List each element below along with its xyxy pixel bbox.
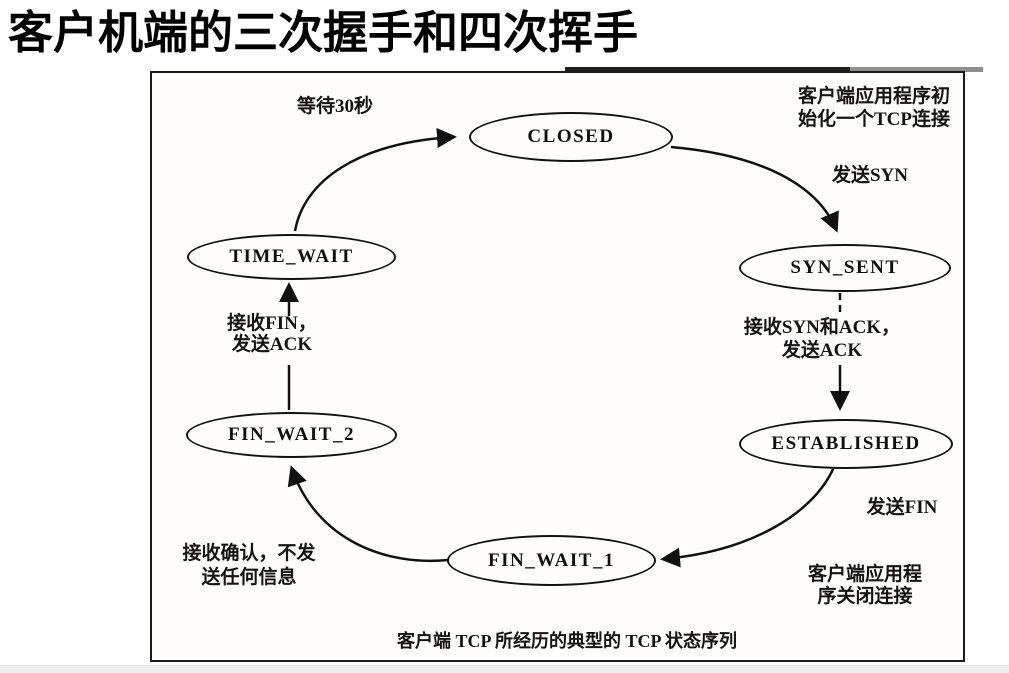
arrow-established-to-finwait1	[660, 466, 836, 568]
state-node-closed: CLOSED	[469, 112, 673, 162]
footer-bar	[0, 665, 1009, 673]
edge-label-client-init-line2: 始化一个TCP连接	[797, 109, 950, 130]
edge-label-recv-ack-silent-line2: 送任何信息	[201, 567, 297, 588]
edge-label-recv-fin-send-ack-line1: 接收FIN，	[227, 313, 317, 334]
state-label-fin-wait-2: FIN_WAIT_2	[228, 424, 355, 445]
arrow-finwait1-to-finwait2	[287, 465, 449, 563]
edge-label-client-init: 客户端应用程序初 始化一个TCP连接	[769, 85, 979, 131]
state-node-time-wait: TIME_WAIT	[187, 234, 396, 280]
edge-label-client-init-line1: 客户端应用程序初	[797, 86, 950, 107]
edge-label-recv-fin-send-ack: 接收FIN， 发送ACK	[182, 313, 362, 355]
edge-label-recv-fin-send-ack-line2: 发送ACK	[231, 334, 313, 355]
arrow-closed-to-synsent	[670, 145, 839, 233]
transition-arrows-layer	[279, 128, 850, 568]
arrow-timewait-to-closed	[293, 128, 457, 232]
edge-label-client-close-line1: 客户端应用程	[807, 564, 922, 585]
tcp-state-diagram: CLOSED SYN_SENT ESTABLISHED FIN_WAIT_1 F…	[150, 71, 965, 662]
state-label-established: ESTABLISHED	[771, 433, 921, 454]
state-label-time-wait: TIME_WAIT	[229, 246, 354, 267]
title-underline-dark	[565, 67, 850, 72]
edge-label-send-syn: 发送SYN	[831, 165, 908, 186]
edge-label-recv-syn-ack: 接收SYN和ACK， 发送ACK	[712, 316, 932, 362]
edge-label-send-fin: 发送FIN	[866, 497, 938, 518]
edge-label-client-close-line2: 序关闭连接	[817, 586, 913, 607]
edge-label-recv-ack-silent-line1: 接收确认，不发	[182, 543, 316, 564]
edge-label-client-close: 客户端应用程 序关闭连接	[765, 564, 965, 608]
state-label-fin-wait-1: FIN_WAIT_1	[488, 549, 615, 571]
diagram-caption: 客户端 TCP 所经历的典型的 TCP 状态序列	[396, 631, 737, 651]
page-title: 客户机端的三次握手和四次挥手	[8, 7, 639, 58]
edge-label-recv-syn-ack-line2: 发送ACK	[781, 340, 863, 361]
edge-label-wait-30s: 等待30秒	[296, 96, 373, 117]
edge-label-recv-syn-ack-line1: 接收SYN和ACK，	[743, 317, 901, 338]
state-label-closed: CLOSED	[527, 126, 615, 147]
edge-label-recv-ack-silent: 接收确认，不发 送任何信息	[154, 542, 344, 590]
state-node-syn-sent: SYN_SENT	[739, 244, 951, 292]
title-underline-gray	[850, 67, 983, 72]
state-node-fin-wait-2: FIN_WAIT_2	[186, 412, 397, 458]
state-node-established: ESTABLISHED	[739, 419, 953, 469]
state-label-syn-sent: SYN_SENT	[790, 257, 900, 278]
state-node-fin-wait-1: FIN_WAIT_1	[447, 535, 656, 586]
